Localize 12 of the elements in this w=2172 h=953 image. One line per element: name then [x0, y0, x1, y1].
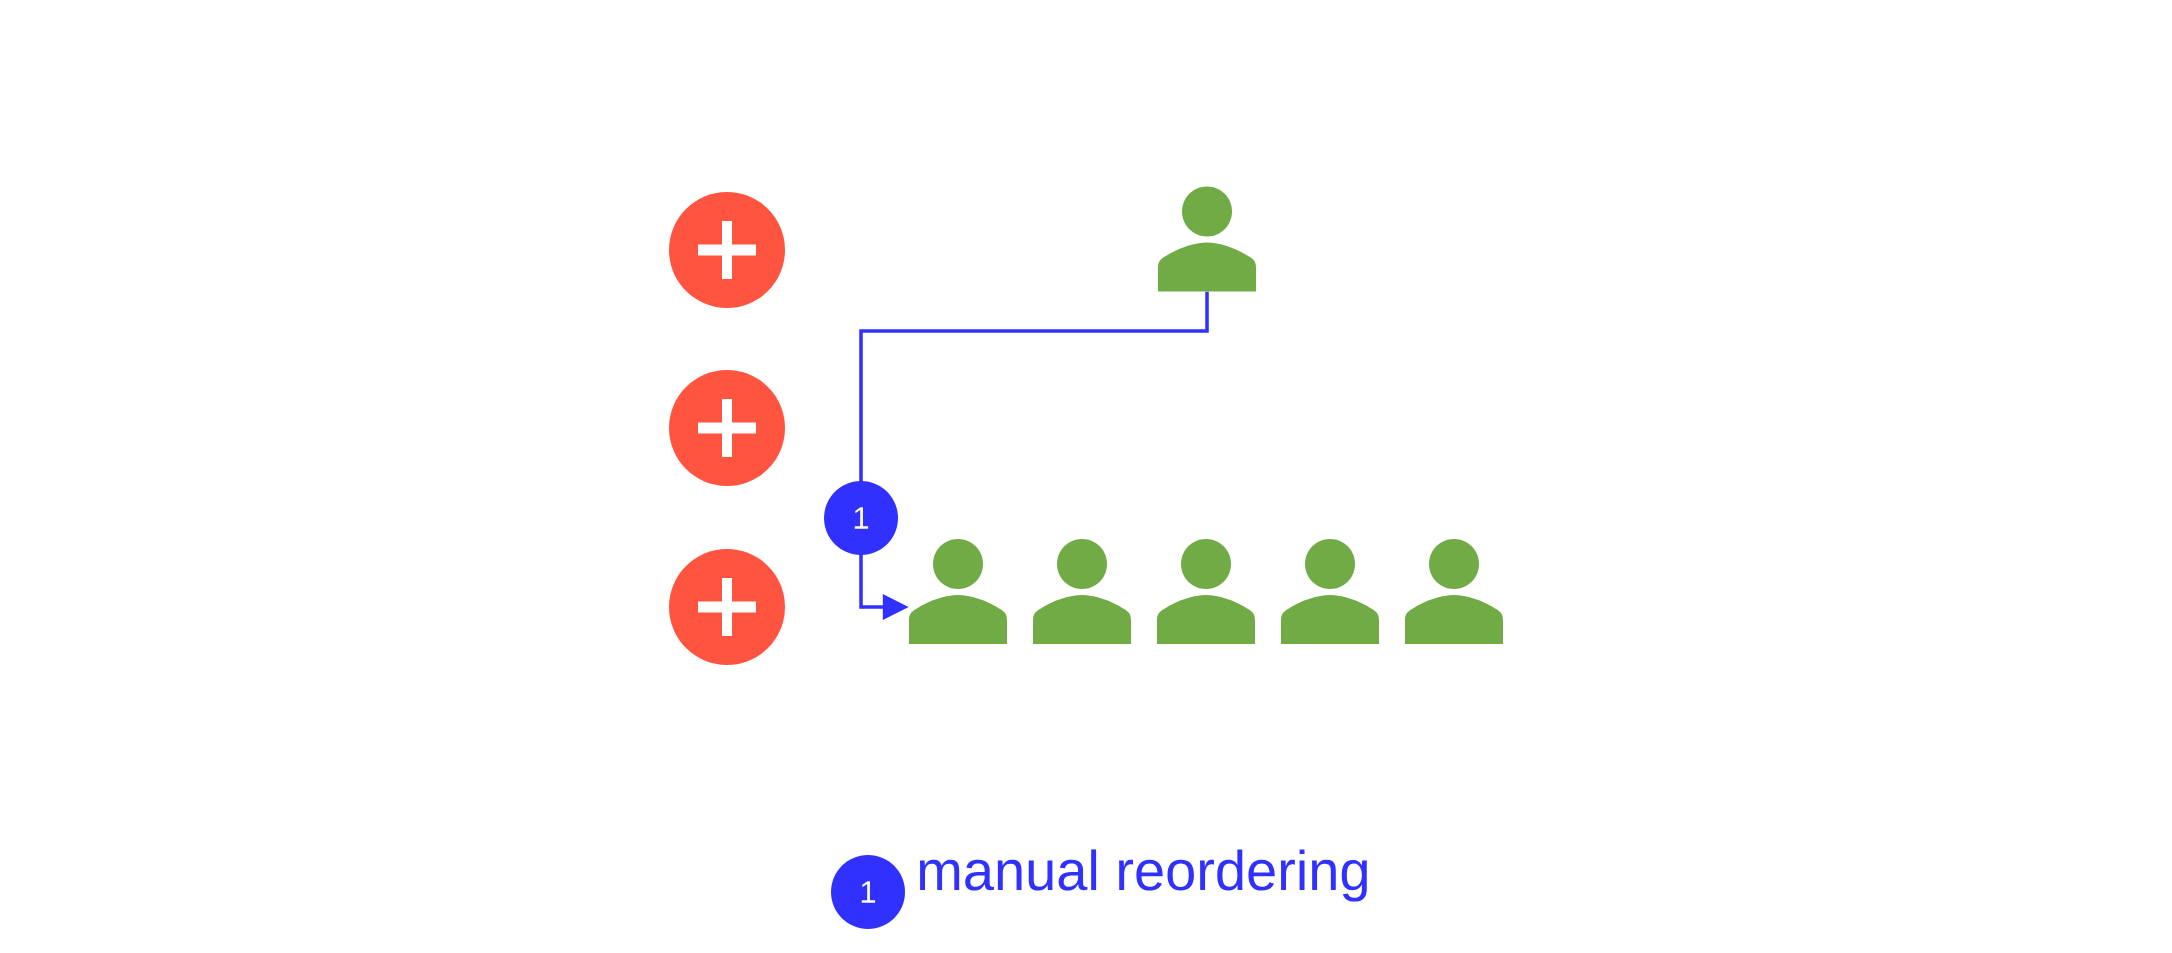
- callout-badge: 1: [831, 855, 905, 929]
- legend-text: manual reordering: [919, 849, 1367, 902]
- person-icon: [909, 539, 1007, 644]
- person-icon: [1157, 539, 1255, 644]
- callout-badge: 1: [824, 481, 898, 555]
- plus-circle-icon: [669, 549, 785, 665]
- plus-circle-icon: [669, 370, 785, 486]
- person-icon: [1405, 539, 1503, 644]
- plus-circle-icon: [669, 192, 785, 308]
- person-icon: [1158, 186, 1256, 292]
- person-icon: [1033, 539, 1131, 644]
- person-icon: [1281, 539, 1379, 644]
